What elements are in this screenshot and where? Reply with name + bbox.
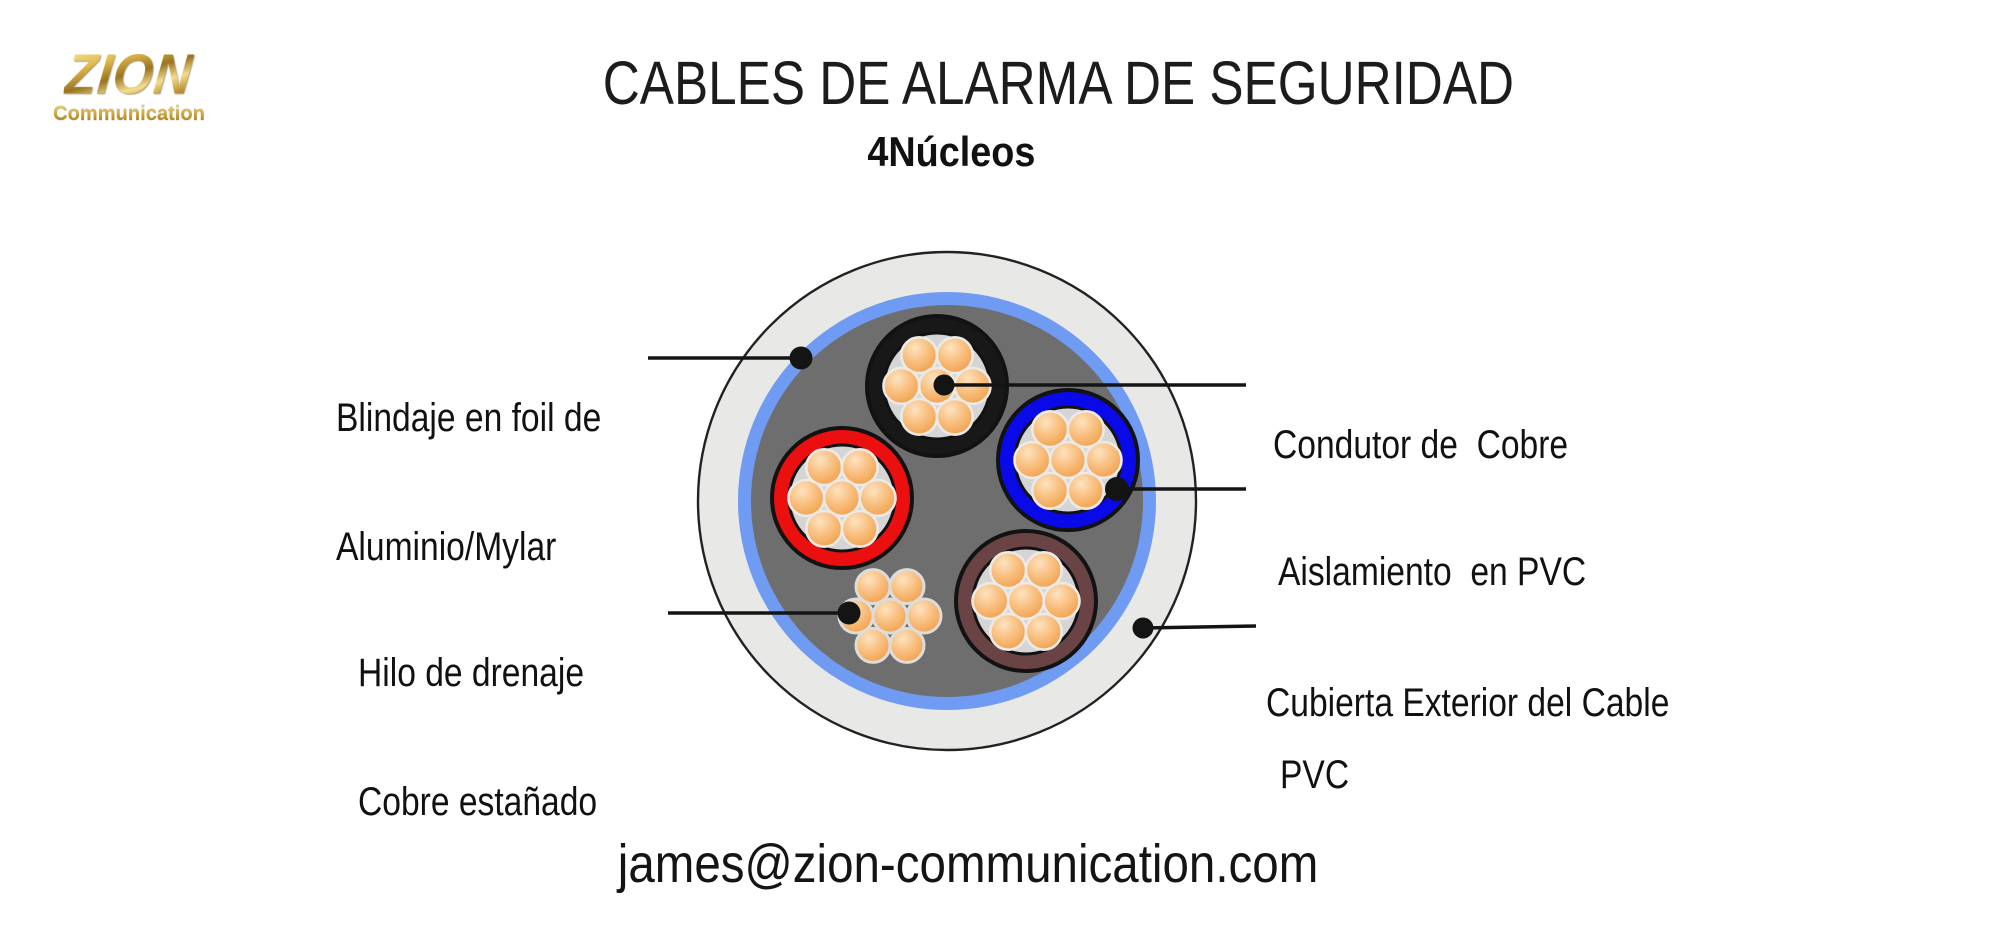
label-drain-wire-line2: Cobre estañado	[358, 780, 598, 824]
label-pvc-insulation-line1: Aislamiento en PVC	[1278, 550, 1587, 594]
leader-dot-foil	[789, 346, 813, 370]
label-outer-jacket: Cubierta Exterior del Cable	[1266, 596, 1669, 811]
footer-email: james@zion-communication.com	[268, 836, 1668, 892]
leader-dot-conductor	[933, 374, 955, 396]
label-foil-shield-line2: Aluminio/Mylar	[336, 525, 557, 569]
logo: ZION Communication	[44, 42, 214, 125]
label-foil-shield-line1: Blindaje en foil de	[336, 396, 602, 440]
page-subtitle-text: 4Núcleos	[866, 128, 1036, 175]
label-drain-wire-line1: Hilo de drenaje	[358, 651, 585, 695]
label-copper-conductor-line1: Condutor de Cobre	[1273, 423, 1569, 467]
label-foil-shield: Blindaje en foil de Aluminio/Mylar	[336, 311, 601, 655]
leader-dot-drain	[837, 601, 861, 625]
core-bundle-blue	[996, 388, 1140, 532]
page-subtitle: 4Núcleos	[351, 130, 1551, 174]
logo-communication-text: Communication	[46, 103, 213, 125]
label-pvc-insulation: Aislamiento en PVC	[1278, 465, 1586, 680]
footer-email-text: james@zion-communication.com	[617, 834, 1319, 894]
label-outer-jacket-line2: PVC	[1280, 753, 1350, 797]
label-outer-jacket-line1: Cubierta Exterior del Cable	[1266, 681, 1670, 725]
page-title: CABLES DE ALARMA DE SEGURIDAD	[358, 52, 1758, 114]
label-copper-conductor: Condutor de Cobre	[1273, 338, 1568, 553]
core-bundle-brown	[954, 529, 1098, 673]
leader-line-jacket	[1142, 624, 1257, 630]
label-drain-wire: Hilo de drenaje Cobre estañado	[358, 566, 597, 910]
leader-dot-insulation	[1105, 477, 1129, 501]
page-title-text: CABLES DE ALARMA DE SEGURIDAD	[602, 49, 1514, 117]
label-outer-jacket-pvc: PVC	[1280, 668, 1349, 883]
leader-dot-jacket	[1132, 617, 1154, 639]
core-bundle-red	[770, 426, 914, 570]
